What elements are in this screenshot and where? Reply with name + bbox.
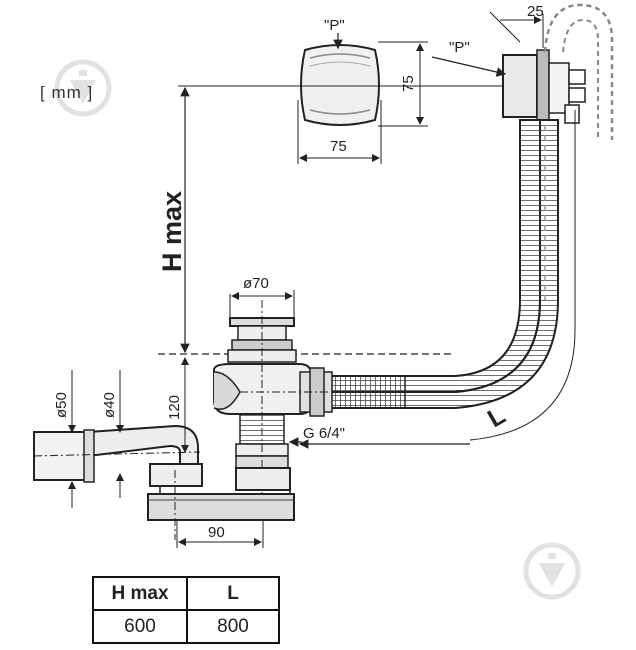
spec-header-hmax: H max [92,576,188,611]
knob-width-label: 75 [330,138,347,155]
overflow-p-label: "P" [449,39,470,56]
spec-table: H max L 600 800 [92,576,280,644]
drain-diameter-label: ø70 [243,275,269,292]
knob [300,44,380,126]
length-label: L [483,401,510,433]
spec-value-l: 800 [186,609,280,644]
pipe-outer-label: ø50 [53,392,70,418]
knob-p-label: "P" [324,17,345,34]
watermark-logo-icon [54,59,112,117]
knob-height-label: 75 [400,75,417,92]
spec-value-hmax: 600 [92,609,188,644]
spec-header-l: L [186,576,280,611]
watermark-logo-icon [523,542,581,600]
trap-width-label: 90 [208,524,225,541]
drain-assembly [213,300,335,520]
h-max-label: H max [157,191,187,272]
thread-label: G 6/4" [303,425,345,442]
corrugated-hose [329,119,559,409]
pipe-inner-label: ø40 [101,392,118,418]
overflow-depth-label: 25 [527,3,544,20]
siphon-trap [33,424,295,540]
overflow-head [502,49,586,124]
unit-label: [ mm ] [40,83,94,102]
trap-height-label: 120 [166,395,183,420]
